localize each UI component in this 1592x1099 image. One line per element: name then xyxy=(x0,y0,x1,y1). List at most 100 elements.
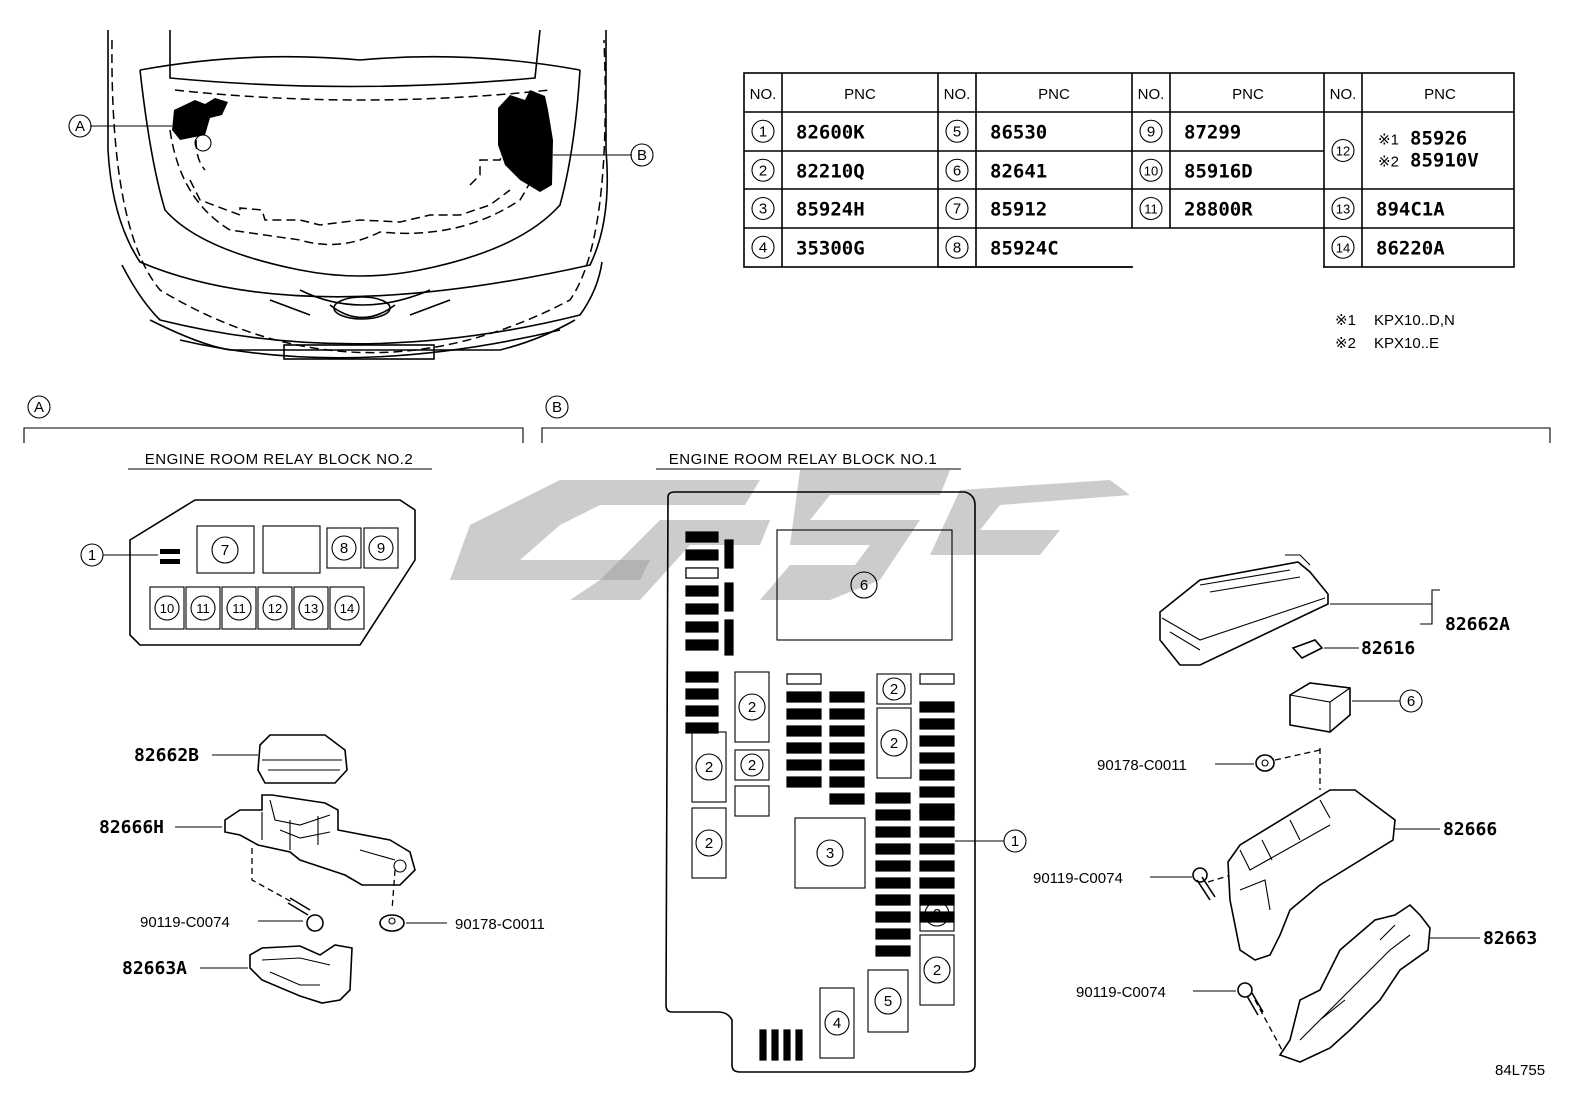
svg-text:4: 4 xyxy=(759,239,767,256)
part-b-relay-callout: 6 xyxy=(1407,693,1415,710)
table-header-no: NO. xyxy=(944,86,971,103)
svg-text:4: 4 xyxy=(833,1015,841,1032)
table-row-5-pnc: 86530 xyxy=(990,121,1047,143)
svg-text:7: 7 xyxy=(953,201,961,218)
table-row-7-pnc: 85912 xyxy=(990,199,1047,221)
rb1-slot-2: 2 xyxy=(740,753,764,777)
svg-text:12: 12 xyxy=(1336,144,1350,159)
svg-text:3: 3 xyxy=(826,845,834,862)
svg-text:6: 6 xyxy=(953,162,961,179)
svg-text:9: 9 xyxy=(377,540,385,557)
rb1-slot-5: 5 xyxy=(874,987,902,1015)
svg-text:2: 2 xyxy=(933,962,941,979)
table-header-pnc: PNC xyxy=(1232,86,1264,103)
table-header-pnc: PNC xyxy=(1424,86,1456,103)
rb2-slot-12: 12 xyxy=(262,595,288,621)
table-row-3-pnc: 85924H xyxy=(796,199,865,221)
svg-text:12: 12 xyxy=(268,601,282,616)
part-b-nut-label: 90178-C0011 xyxy=(1097,757,1187,774)
part-b-lower-label: 82663 xyxy=(1483,928,1537,949)
rb2-slot-13: 13 xyxy=(298,595,324,621)
table-row-9-pnc: 87299 xyxy=(1184,121,1241,143)
part-b-bracket-label: 82666 xyxy=(1443,819,1497,840)
svg-text:11: 11 xyxy=(1144,202,1158,217)
callout-a-car: A xyxy=(75,118,85,135)
svg-text:14: 14 xyxy=(340,601,354,616)
table-row-4-no: 4 xyxy=(751,235,775,259)
rb1-slot-2: 2 xyxy=(882,677,906,701)
svg-text:13: 13 xyxy=(304,601,318,616)
table-row-12-no: 12 xyxy=(1331,138,1355,163)
part-a-bracket-label: 82666H xyxy=(99,817,164,838)
rb1-slot-2: 2 xyxy=(924,901,950,927)
section-a-parts: 82662B 82666H 90119-C0074 90178-C0011 82… xyxy=(99,734,545,1004)
table-row-3-no: 3 xyxy=(751,196,775,221)
watermark-logo xyxy=(450,470,1130,600)
footnotes: ※1 KPX10..D,N ※2 KPX10..E xyxy=(1335,312,1455,352)
section-b-title: ENGINE ROOM RELAY BLOCK NO.1 xyxy=(669,451,938,468)
table-header-pnc: PNC xyxy=(1038,86,1070,103)
footnote-2-mark: ※2 xyxy=(1335,335,1356,352)
rb1-slot-2: 2 xyxy=(880,729,908,757)
table-row-13-pnc: 894C1A xyxy=(1376,199,1445,221)
table-header-no: NO. xyxy=(1138,86,1165,103)
table-row-6-pnc: 82641 xyxy=(990,160,1047,182)
svg-text:13: 13 xyxy=(1336,202,1350,217)
svg-text:2: 2 xyxy=(748,757,756,774)
svg-text:2: 2 xyxy=(705,835,713,852)
table-row-12-mark: ※1 xyxy=(1378,132,1399,149)
part-a-cover-label: 82662B xyxy=(134,745,199,766)
svg-text:5: 5 xyxy=(953,123,961,140)
table-row-1-no: 1 xyxy=(751,119,775,143)
rb2-slot-11: 11 xyxy=(226,595,252,621)
table-row-2-pnc: 82210Q xyxy=(796,160,865,182)
section-a-header: A ENGINE ROOM RELAY BLOCK NO.2 xyxy=(23,395,524,470)
svg-text:2: 2 xyxy=(748,699,756,716)
rb1-callout-1: 1 xyxy=(1011,833,1019,850)
table-row-12-pnc: 85926 xyxy=(1410,128,1467,150)
rb1-slot-2: 2 xyxy=(695,753,723,781)
rb2-slot-10: 10 xyxy=(154,595,180,621)
svg-text:7: 7 xyxy=(221,542,229,559)
rb2-slot-14: 14 xyxy=(334,595,360,621)
section-b-parts: 82616 82662A 6 90178-C0011 82666 90119-C… xyxy=(1033,554,1537,1063)
table-row-11-pnc: 28800R xyxy=(1184,199,1253,221)
rb1-slot-2: 2 xyxy=(738,693,766,721)
svg-text:6: 6 xyxy=(860,577,868,594)
table-row-11-no: 11 xyxy=(1139,196,1163,221)
footnote-1-text: KPX10..D,N xyxy=(1374,312,1455,329)
rb2-slot-11: 11 xyxy=(190,595,216,621)
rb2-callout-1: 1 xyxy=(88,547,96,564)
table-header-pnc: PNC xyxy=(844,86,876,103)
table-row-8-pnc: 85924C xyxy=(990,237,1059,259)
rb2-slot-8: 8 xyxy=(331,535,357,561)
part-b-bolt2-label: 90119-C0074 xyxy=(1076,984,1166,1001)
diagram-code: 84L755 xyxy=(1495,1062,1545,1079)
table-row-8-no: 8 xyxy=(945,235,969,259)
section-a-title: ENGINE ROOM RELAY BLOCK NO.2 xyxy=(145,451,414,468)
part-b-cover-label: 82662A xyxy=(1445,614,1510,635)
table-row-9-no: 9 xyxy=(1139,119,1163,143)
svg-text:2: 2 xyxy=(933,906,941,923)
table-row-1-pnc: 82600K xyxy=(796,121,865,143)
section-b-marker: B xyxy=(552,399,562,416)
rb1-slot-2: 2 xyxy=(923,956,951,984)
callout-b-car: B xyxy=(637,147,647,164)
svg-text:11: 11 xyxy=(232,601,246,616)
part-a-bolt-label: 90119-C0074 xyxy=(140,914,230,931)
svg-text:2: 2 xyxy=(890,735,898,752)
svg-text:2: 2 xyxy=(705,759,713,776)
svg-text:3: 3 xyxy=(759,201,767,218)
table-row-10-pnc: 85916D xyxy=(1184,160,1253,182)
svg-text:8: 8 xyxy=(953,239,961,256)
table-row-7-no: 7 xyxy=(945,196,969,221)
rb1-slot-6: 6 xyxy=(850,571,878,599)
section-b-header: B ENGINE ROOM RELAY BLOCK NO.1 xyxy=(541,395,1551,470)
table-header-no: NO. xyxy=(750,86,777,103)
relay-block-no2: 1 7 8 9 10 11 11 12 13 14 xyxy=(80,499,416,646)
part-b-clip-label: 82616 xyxy=(1361,638,1415,659)
svg-text:10: 10 xyxy=(160,601,174,616)
part-a-nut-label: 90178-C0011 xyxy=(455,916,545,933)
